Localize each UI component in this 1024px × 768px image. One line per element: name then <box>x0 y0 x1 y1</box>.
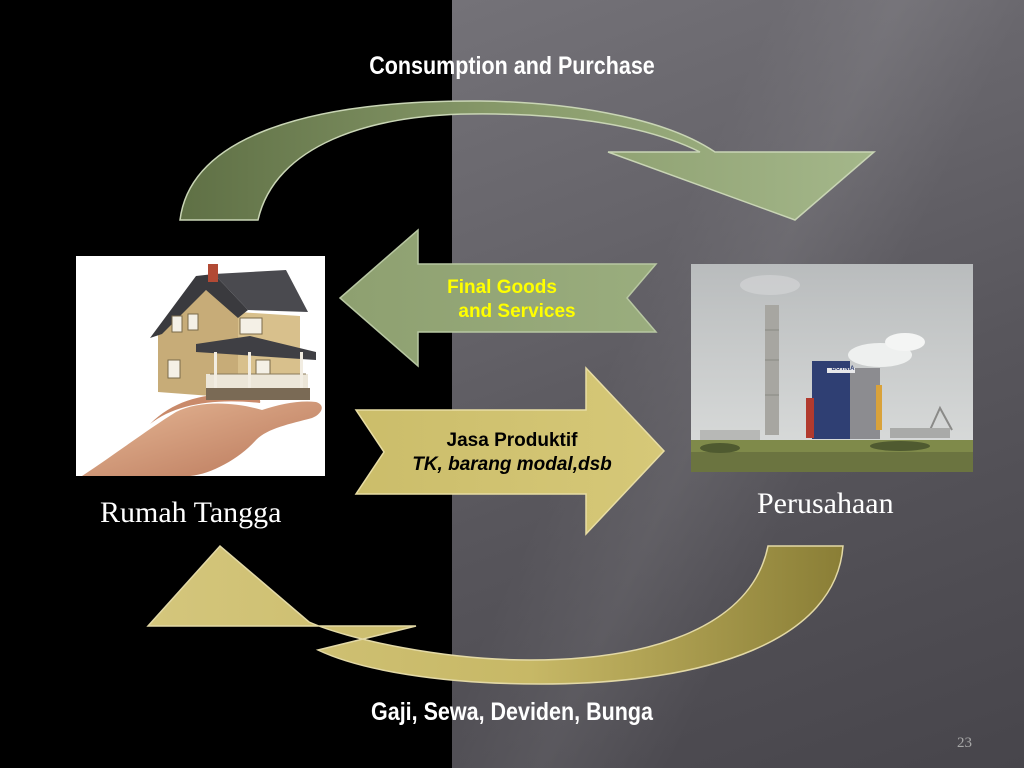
productive-services-arrow <box>354 366 666 536</box>
goods-arrow-line2: and Services <box>458 301 576 322</box>
household-label: Rumah Tangga <box>100 496 282 529</box>
page-number: 23 <box>957 735 972 751</box>
firm-label: Perusahaan <box>757 487 894 520</box>
final-goods-arrow <box>338 228 658 368</box>
factory-sign: BOTNIA <box>831 366 855 372</box>
services-arrow-line2: TK, barang modal,dsb <box>412 454 612 475</box>
household-image <box>76 256 325 476</box>
services-arrow-line1: Jasa Produktif <box>446 430 578 451</box>
bottom-curved-arrow <box>146 544 844 685</box>
bottom-flow-label: Gaji, Sewa, Deviden, Bunga <box>371 698 653 726</box>
services-arrow-text: Jasa Produktif TK, barang modal,dsb <box>384 429 640 477</box>
goods-arrow-text: Final Goods and Services <box>412 276 592 324</box>
goods-arrow-line1: Final Goods <box>447 277 557 298</box>
firm-image <box>691 264 973 472</box>
top-curved-arrow <box>179 100 877 221</box>
top-flow-label: Consumption and Purchase <box>369 52 655 80</box>
